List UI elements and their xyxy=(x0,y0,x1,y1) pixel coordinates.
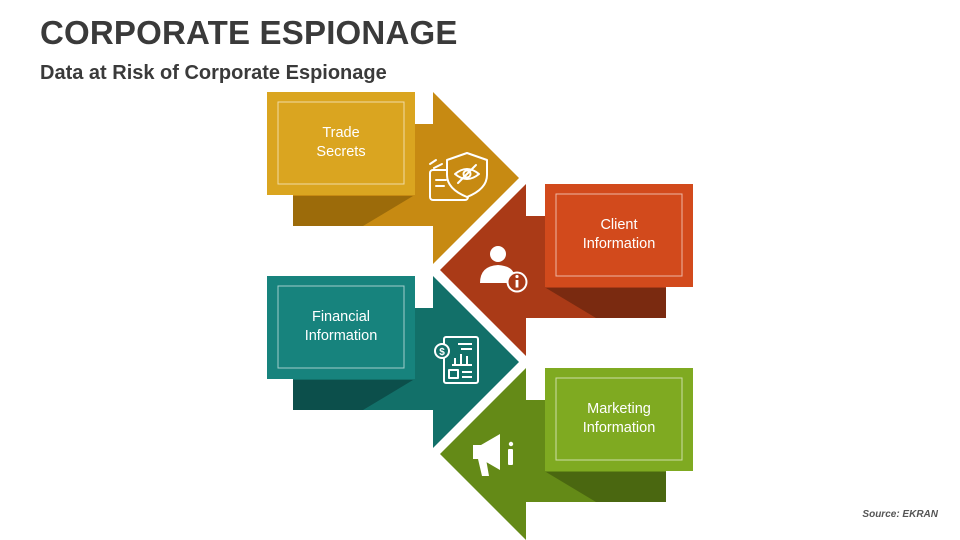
card-label-financial-information: Financial Information xyxy=(304,309,378,344)
shield-eye-card-icon xyxy=(429,152,488,201)
arrow-trade-secrets-shadow xyxy=(293,196,413,226)
user-info-icon xyxy=(480,246,528,293)
financial-report-icon: $ xyxy=(434,336,479,384)
card-marketing-information xyxy=(545,368,693,471)
arrow-client-information-shadow xyxy=(546,288,666,318)
arrow-financial-information-shadow xyxy=(293,380,413,410)
megaphone-info-icon xyxy=(473,434,514,476)
page-subtitle: Data at Risk of Corporate Espionage xyxy=(40,62,387,84)
card-financial-information xyxy=(267,276,415,379)
page-title: CORPORATE ESPIONAGE xyxy=(40,14,458,51)
source-note: Source: EKRAN xyxy=(862,509,938,520)
svg-text:$: $ xyxy=(439,347,445,358)
card-trade-secrets xyxy=(267,92,415,195)
card-label-marketing-information: Marketing Information xyxy=(582,401,656,436)
card-label-trade-secrets: Trade Secrets xyxy=(316,125,366,160)
card-label-client-information: Client Information xyxy=(582,217,656,252)
card-client-information xyxy=(545,184,693,287)
arrow-marketing-information-shadow xyxy=(546,472,666,502)
